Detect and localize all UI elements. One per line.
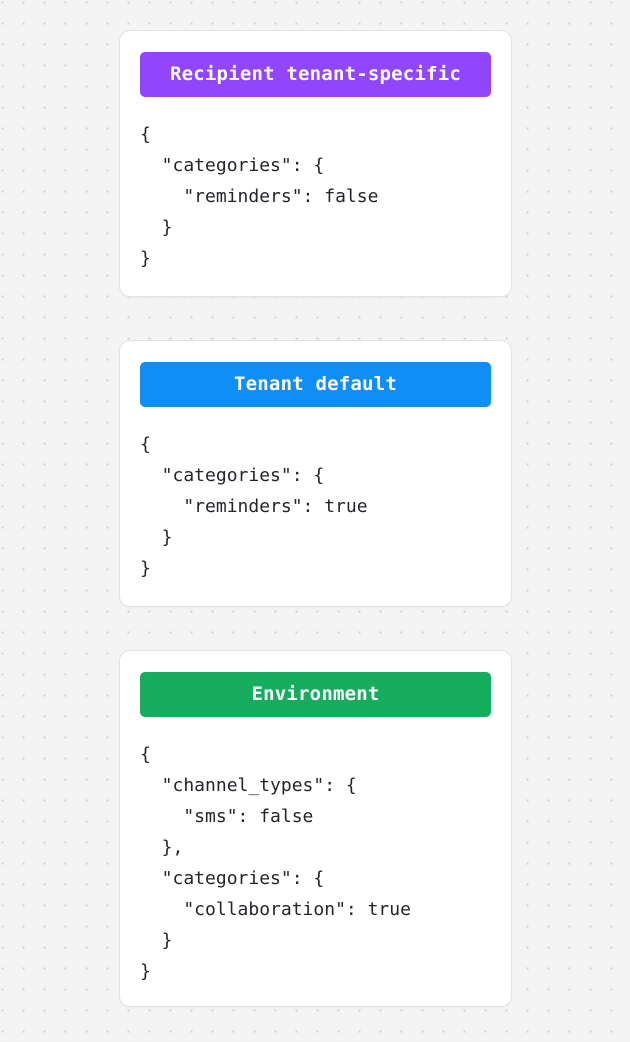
card-code-environment: { "channel_types": { "sms": false }, "ca…: [140, 744, 411, 982]
card-tenant-default[interactable]: Tenant default { "categories": { "remind…: [119, 340, 512, 607]
card-header-environment: Environment: [140, 672, 491, 717]
card-recipient-tenant-specific[interactable]: Recipient tenant-specific { "categories"…: [119, 30, 512, 297]
card-environment[interactable]: Environment { "channel_types": { "sms": …: [119, 650, 512, 1007]
card-code-recipient-tenant-specific: { "categories": { "reminders": false } }: [140, 124, 379, 269]
card-header-recipient-tenant-specific: Recipient tenant-specific: [140, 52, 491, 97]
card-header-tenant-default: Tenant default: [140, 362, 491, 407]
card-code-tenant-default: { "categories": { "reminders": true } }: [140, 434, 368, 579]
